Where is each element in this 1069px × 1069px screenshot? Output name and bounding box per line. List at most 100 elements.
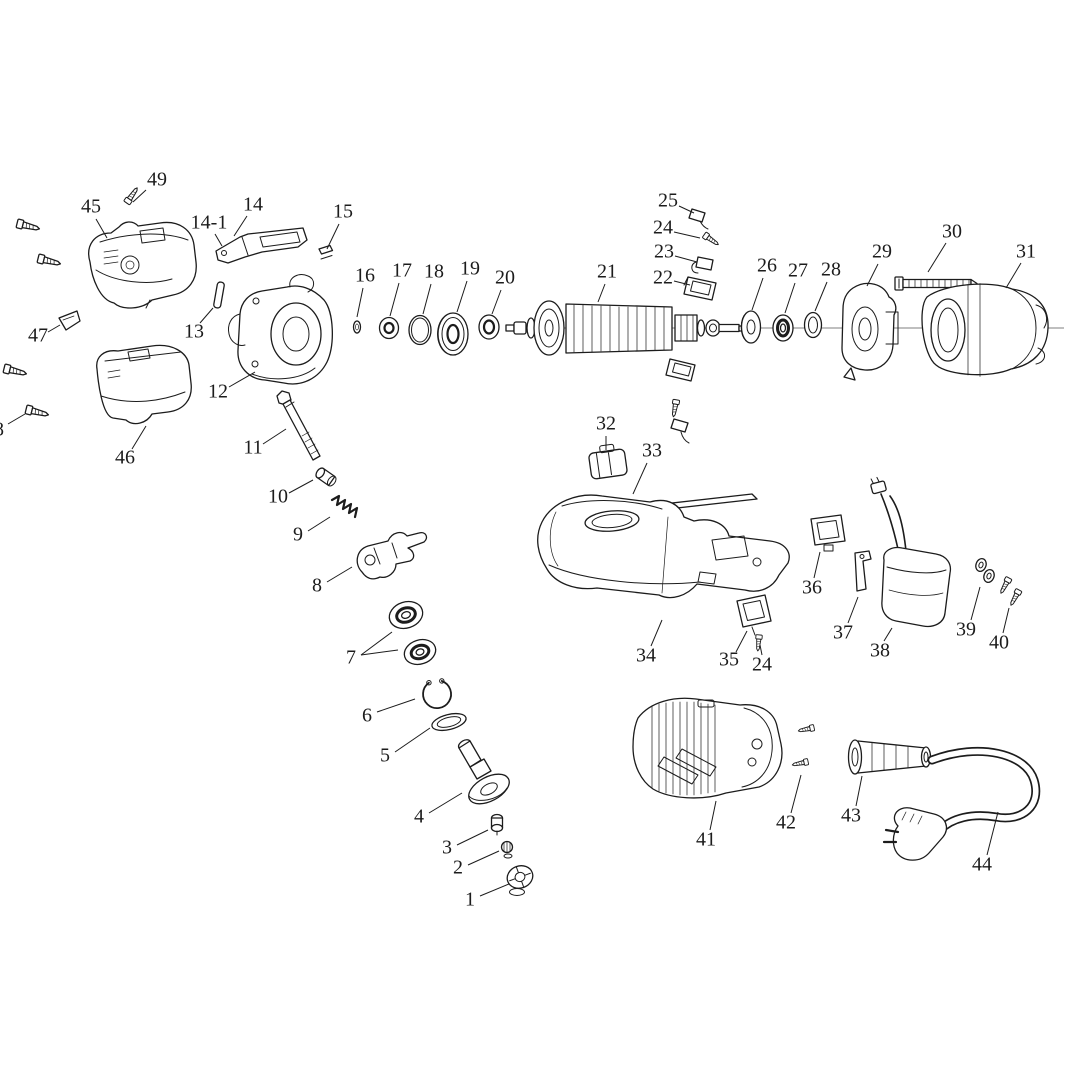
leader-line-40 <box>1002 607 1010 634</box>
part-label-37: 37 <box>833 622 853 644</box>
part-label-3: 3 <box>442 837 452 859</box>
brush-screw-lower <box>669 398 681 418</box>
screw-drawing <box>24 404 51 420</box>
part-8-fork-lever <box>356 531 428 580</box>
part-label-39: 39 <box>956 619 976 641</box>
part-28-washer <box>803 311 823 339</box>
part-label-6: 6 <box>362 705 372 727</box>
leader-line-30 <box>927 242 947 273</box>
part-label-38: 38 <box>870 640 890 662</box>
leader-line-11 <box>262 428 287 445</box>
part-39-links <box>975 558 995 583</box>
part-label-48: 48 <box>0 419 4 441</box>
part-label-45: 45 <box>81 196 101 218</box>
terminal-lower <box>670 418 690 444</box>
part-42-screws <box>791 724 816 769</box>
leader-line-44 <box>986 811 999 856</box>
part-38-module <box>870 476 952 628</box>
part-label-40: 40 <box>989 632 1009 654</box>
leader-line-34 <box>650 619 663 647</box>
part-47-wedge <box>58 310 81 331</box>
part-label-21: 21 <box>597 261 617 283</box>
screw-drawing <box>797 724 816 735</box>
part-label-22: 22 <box>653 267 673 289</box>
leader-line-43 <box>855 775 863 807</box>
part-13-pin <box>213 281 225 309</box>
leader-line-46 <box>131 425 147 450</box>
part-3-cap <box>490 813 504 836</box>
part-18-o-ring <box>408 314 432 346</box>
part-label-15: 15 <box>333 201 353 223</box>
part-label-18: 18 <box>424 261 444 283</box>
part-5-washer <box>431 712 467 732</box>
leader-line-49 <box>132 189 147 203</box>
part-12-bearing-housing <box>228 274 333 385</box>
part-26-flange <box>740 310 762 344</box>
part-31-stator <box>921 283 1049 377</box>
part-label-9: 9 <box>293 524 303 546</box>
part-43-cord-sleeve <box>847 739 932 775</box>
leader-line-17 <box>389 282 400 317</box>
part-label-19: 19 <box>460 258 480 280</box>
part-9-spring <box>330 494 359 519</box>
leader-line-37 <box>847 596 859 624</box>
part-10-spacer <box>315 467 337 487</box>
leader-line-13 <box>199 307 214 324</box>
leader-line-25 <box>678 205 695 214</box>
part-label-30: 30 <box>942 221 962 243</box>
part-label-20: 20 <box>495 267 515 289</box>
leader-line-28 <box>814 281 828 312</box>
part-label-29: 29 <box>872 241 892 263</box>
leader-line-15 <box>326 223 340 250</box>
leader-line-33 <box>632 462 648 495</box>
part-20-bearing <box>478 314 500 340</box>
leader-line-10 <box>288 479 314 494</box>
part-label-5: 5 <box>380 745 390 767</box>
part-label-7: 7 <box>346 647 356 669</box>
part-label-10: 10 <box>268 486 288 508</box>
housing-screws-left <box>2 218 63 420</box>
part-label-11: 11 <box>243 437 262 459</box>
part-30-long-screw <box>894 276 978 291</box>
leader-line-14-1 <box>214 233 223 247</box>
part-label-8: 8 <box>312 575 322 597</box>
part-41-rear-cover <box>632 697 783 799</box>
part-label-24a: 24 <box>653 217 673 239</box>
brush-holder-lower <box>665 358 696 382</box>
screw-drawing <box>2 363 29 379</box>
screw-drawing <box>791 758 810 769</box>
leader-line-14 <box>233 215 248 237</box>
part-35-switch <box>736 594 772 636</box>
screw-drawing <box>36 253 63 269</box>
part-label-23: 23 <box>654 241 674 263</box>
leader-line-7 <box>360 631 393 656</box>
part-label-47: 47 <box>28 325 48 347</box>
part-32-slider <box>588 443 628 480</box>
part-7-bearings <box>388 600 437 666</box>
part-label-13: 13 <box>184 321 204 343</box>
leader-line-35 <box>735 630 748 653</box>
leader-line-9 <box>307 516 331 532</box>
part-36-switch <box>810 514 846 552</box>
part-label-36: 36 <box>802 577 822 599</box>
part-19-bearing-seal <box>437 312 469 356</box>
part-label-26: 26 <box>757 255 777 277</box>
leader-line-36 <box>813 551 821 579</box>
part-label-42: 42 <box>776 812 796 834</box>
leader-line-42 <box>790 774 802 814</box>
part-label-31: 31 <box>1016 241 1036 263</box>
screw-drawing <box>997 575 1013 596</box>
part-21-armature <box>505 300 747 356</box>
screw-drawing <box>1007 587 1023 608</box>
leader-line-8 <box>326 566 353 583</box>
part-label-49: 49 <box>147 169 167 191</box>
part-6-snap-ring <box>422 678 452 709</box>
leader-line-16 <box>356 287 364 318</box>
leader-line-7-1 <box>360 649 399 656</box>
part-14-brush-plate <box>215 227 308 264</box>
part-11-bolt <box>276 390 321 461</box>
part-label-2: 2 <box>453 857 463 879</box>
